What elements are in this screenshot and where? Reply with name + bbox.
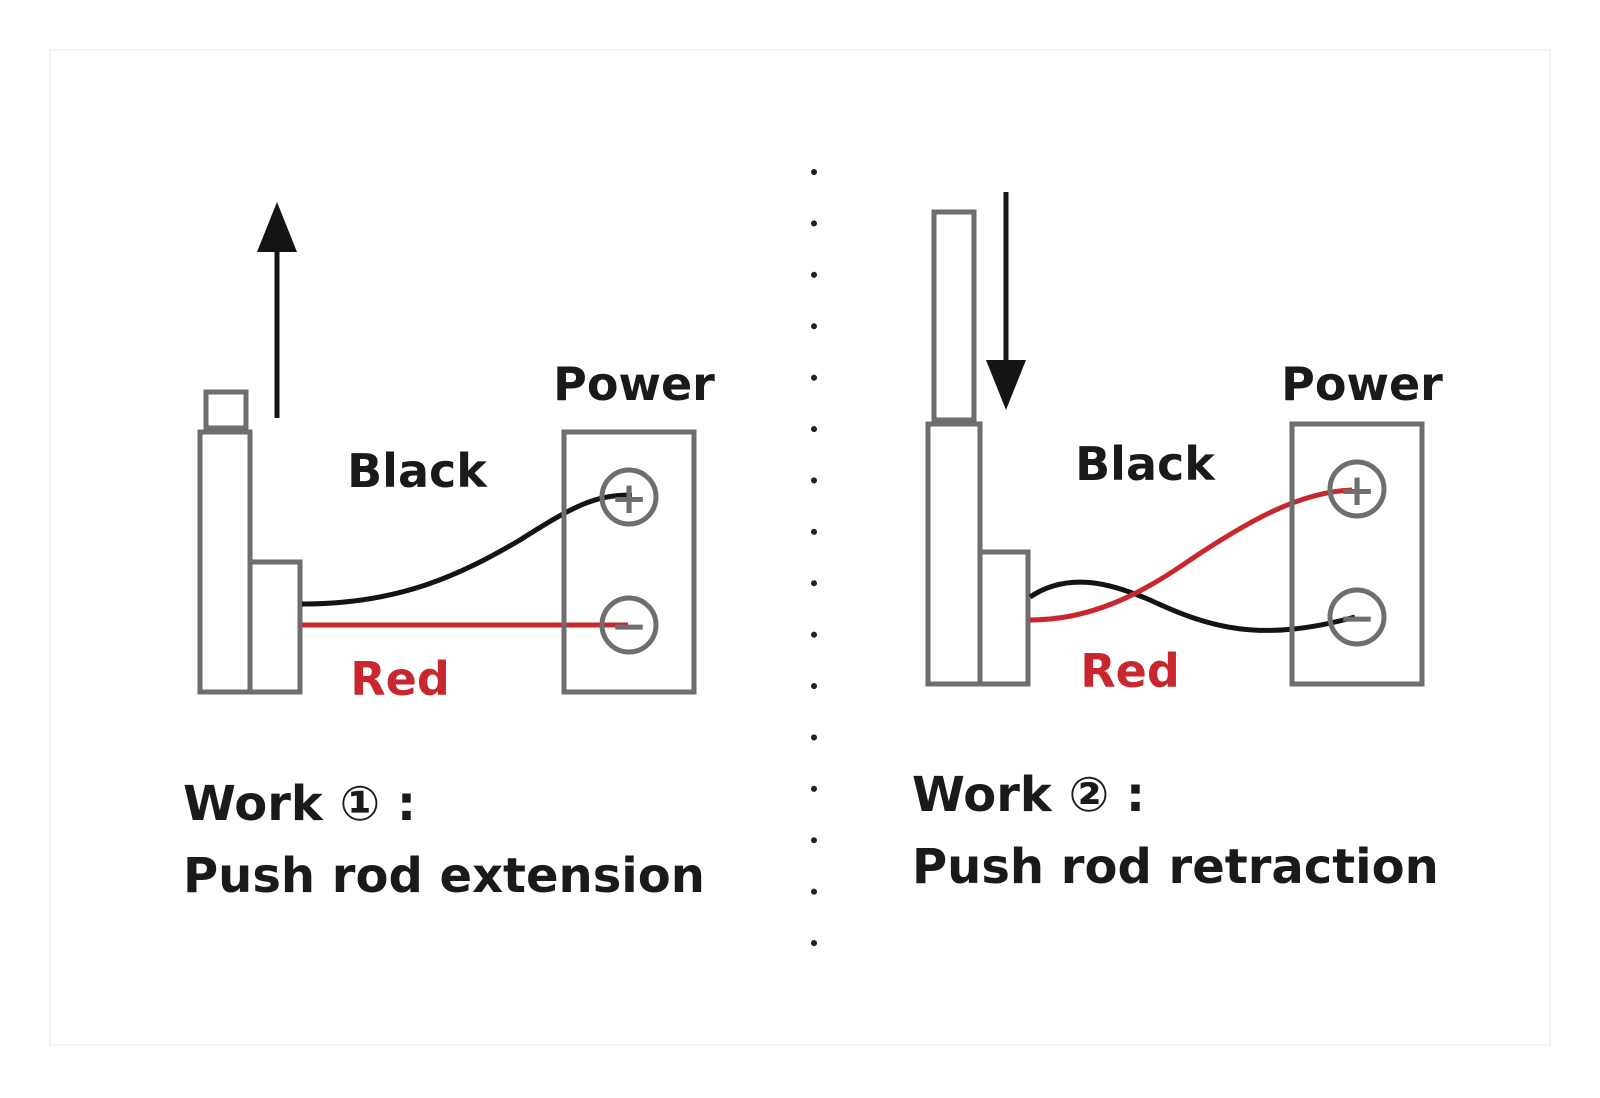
minus-symbol-1: − xyxy=(611,601,648,652)
power-label-2: Power xyxy=(1281,357,1443,411)
panel-retraction: + − Power Black Red Work ② : Push rod re… xyxy=(912,192,1443,895)
actuator-2 xyxy=(925,209,1031,687)
power-label-1: Power xyxy=(553,357,715,411)
plus-symbol-2: + xyxy=(1339,465,1376,516)
actuator-1-rod xyxy=(203,389,249,431)
caption-action-2: Push rod retraction xyxy=(912,839,1439,895)
arrow-down-icon xyxy=(986,192,1026,410)
power-box-2: + − xyxy=(1289,421,1425,687)
caption-work-2: Work ② : xyxy=(912,767,1145,823)
black-wire-2 xyxy=(1028,579,1356,633)
black-label-2: Black xyxy=(1075,437,1216,491)
caption-work-1: Work ① : xyxy=(183,776,416,832)
plus-terminal-2 xyxy=(1327,459,1387,519)
minus-terminal-2 xyxy=(1327,587,1387,647)
minus-symbol-2: − xyxy=(1339,593,1376,644)
red-label-1: Red xyxy=(350,652,450,706)
panel-extension: + − Power Black Red Work ① : Push rod ex… xyxy=(183,202,715,904)
outer-frame xyxy=(49,49,1551,1046)
arrow-up-icon xyxy=(257,202,297,418)
actuator-1 xyxy=(197,389,303,695)
actuator-1-body xyxy=(197,429,253,695)
power-box-1: + − xyxy=(561,429,697,695)
actuator-2-motor xyxy=(977,549,1031,687)
plus-symbol-1: + xyxy=(611,473,648,524)
actuator-1-motor xyxy=(247,559,303,695)
black-wire-1 xyxy=(301,492,633,607)
actuator-2-body xyxy=(925,421,983,687)
red-label-2: Red xyxy=(1080,644,1180,698)
caption-action-1: Push rod extension xyxy=(183,848,705,904)
actuator-2-rod xyxy=(931,209,977,423)
plus-terminal-1 xyxy=(599,467,659,527)
black-label-1: Black xyxy=(347,444,488,498)
minus-terminal-1 xyxy=(599,595,659,655)
red-wire-2 xyxy=(1029,487,1353,623)
